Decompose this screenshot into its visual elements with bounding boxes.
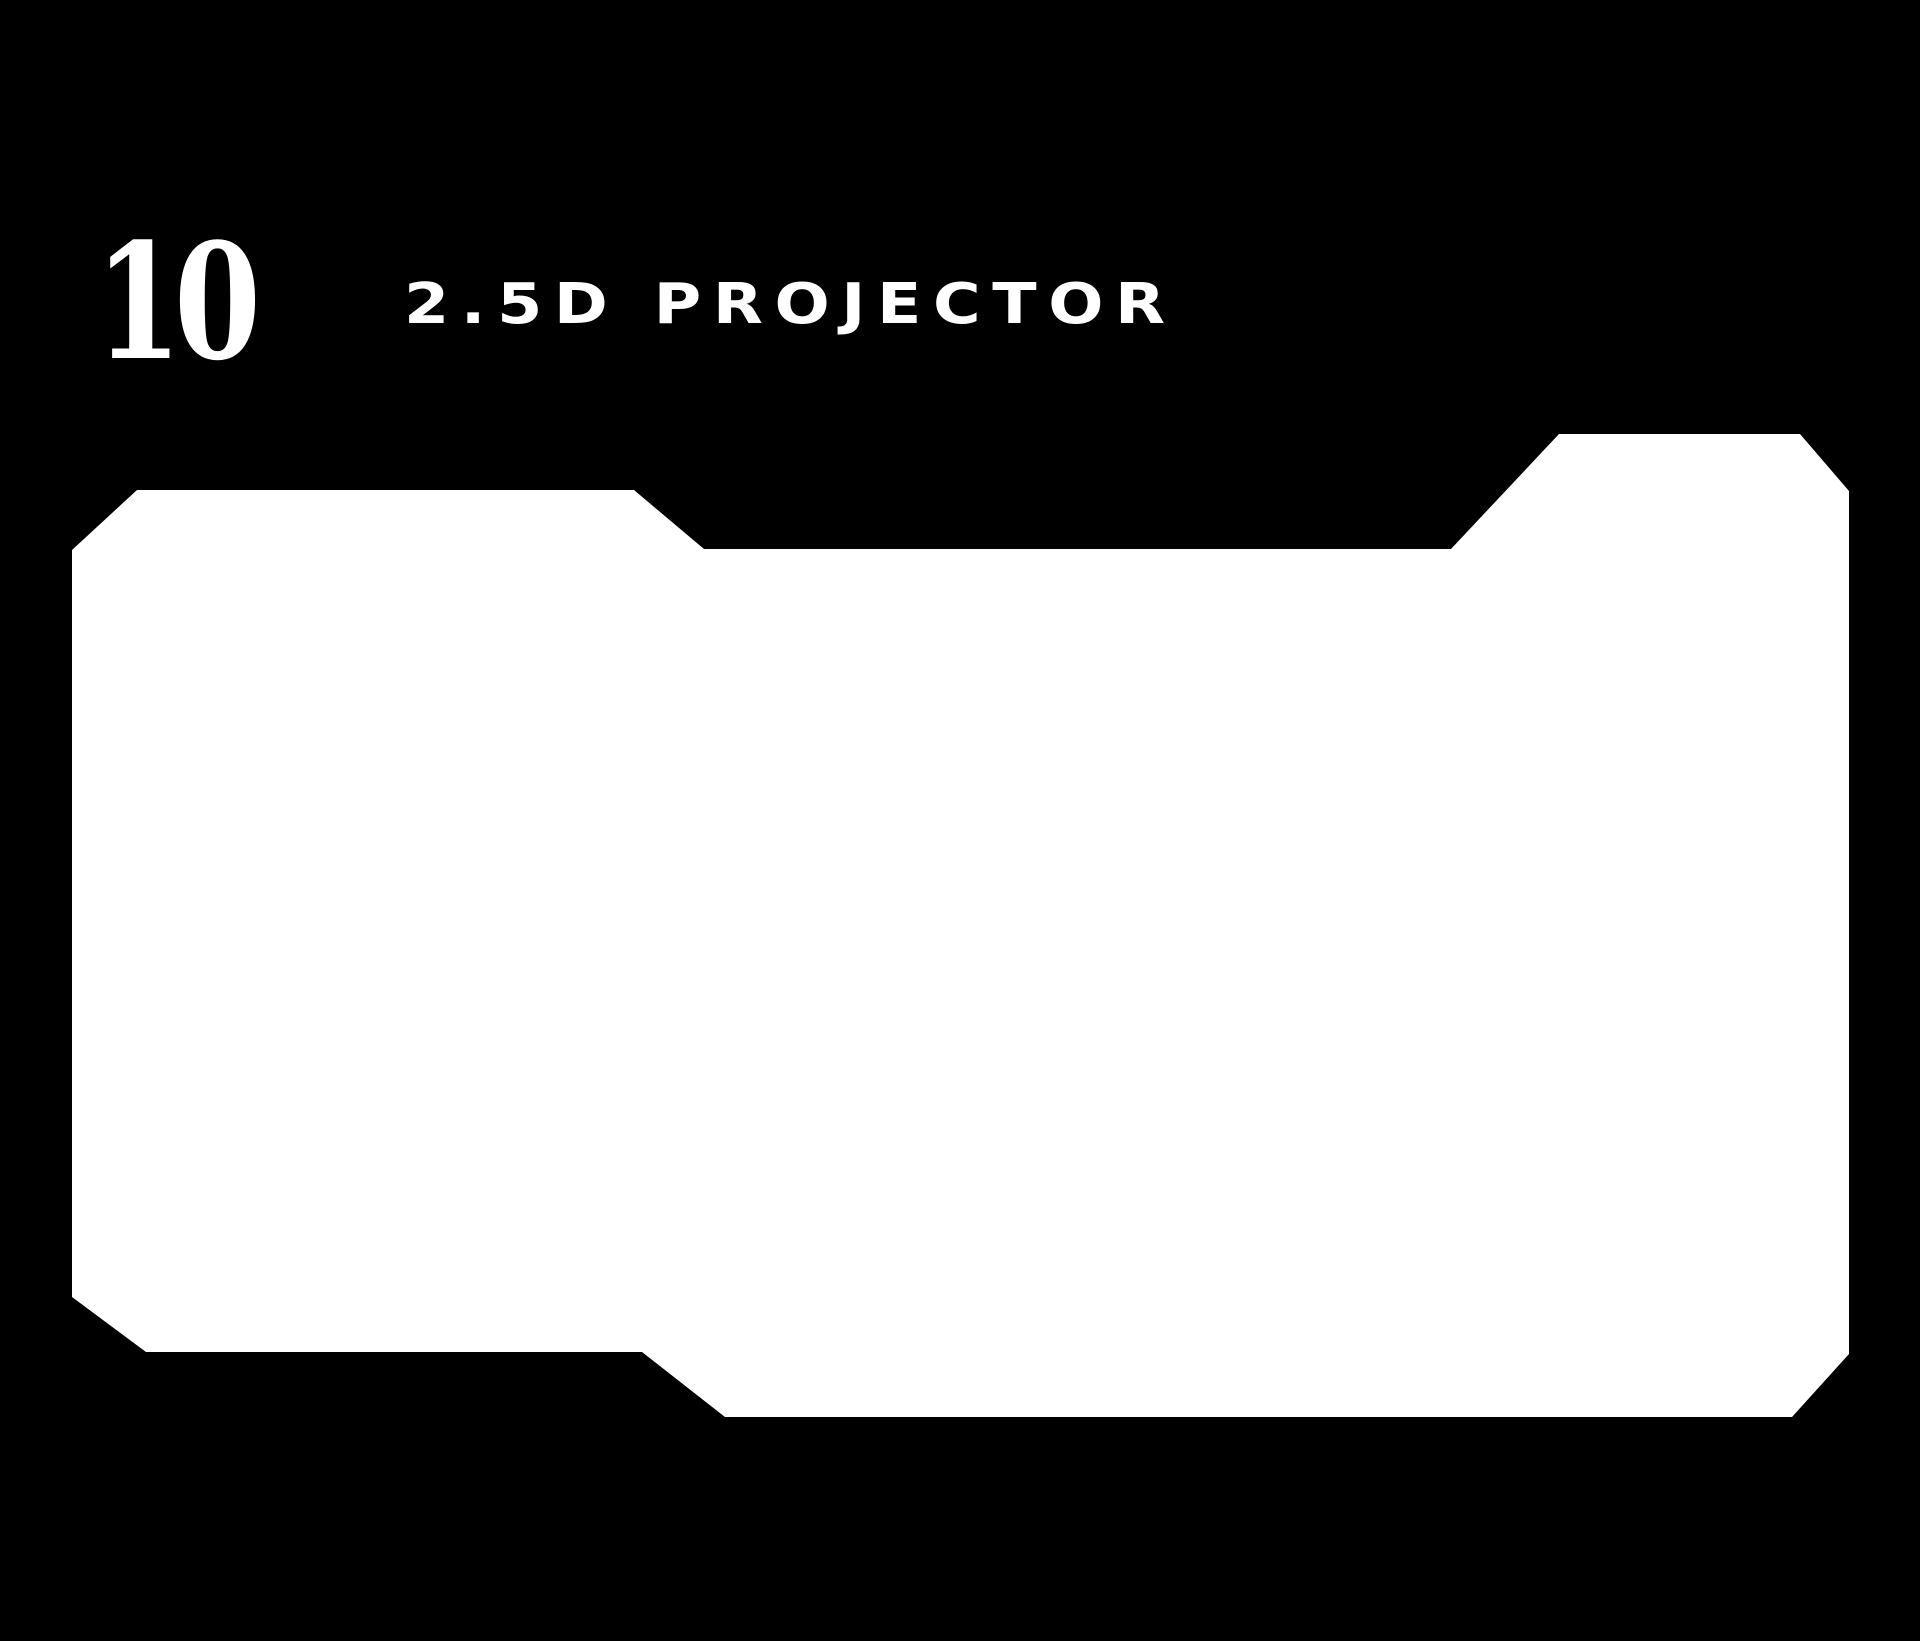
content-panel-shape bbox=[72, 434, 1849, 1417]
section-number: 10 bbox=[95, 208, 261, 396]
page-title: 2.5D PROJECTOR bbox=[404, 272, 1177, 337]
